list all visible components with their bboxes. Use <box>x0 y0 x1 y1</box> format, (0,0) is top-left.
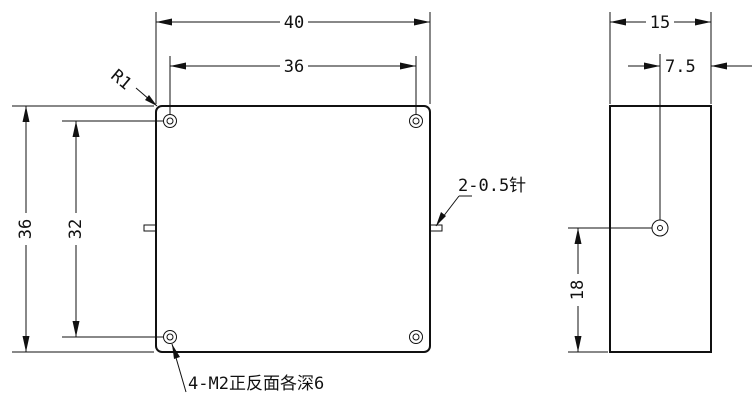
pin-left <box>143 224 157 232</box>
side-view: 15 7.5 18 <box>568 12 752 353</box>
dimension-width-outer <box>155 12 431 104</box>
dimension-label-thickness: 15 <box>650 13 670 33</box>
dimension-height-outer <box>12 105 154 353</box>
dimension-label-height-holes: 32 <box>66 219 86 239</box>
mounting-hole-bottom-left <box>163 330 177 344</box>
pin-right <box>429 224 443 232</box>
dimension-thickness <box>609 12 712 104</box>
label-holes: 4-M2正反面各深6 <box>188 374 324 394</box>
dimension-label-pin-height: 18 <box>568 280 588 300</box>
mounting-hole-bottom-right <box>409 330 423 344</box>
mounting-hole-top-right <box>409 114 423 128</box>
leader-holes <box>171 343 187 393</box>
label-corner-radius: R1 <box>107 66 136 94</box>
dimension-pin-height <box>568 227 652 353</box>
dimension-pin-offset <box>628 54 752 220</box>
side-pin <box>651 219 669 237</box>
mounting-hole-top-left <box>163 114 177 128</box>
dimension-height-holes <box>62 120 163 338</box>
leader-corner-radius <box>135 87 158 107</box>
dimension-width-holes <box>169 56 417 114</box>
dimension-label-pin-offset: 7.5 <box>665 57 696 77</box>
dimension-label-width-outer: 40 <box>284 13 304 33</box>
leader-pin <box>435 195 472 227</box>
dimension-label-height-outer: 36 <box>16 219 36 239</box>
dimension-label-width-holes: 36 <box>284 57 304 77</box>
front-view: 40 36 36 32 <box>12 12 526 394</box>
front-body-outline <box>155 105 431 353</box>
label-pin: 2-0.5针 <box>458 176 526 196</box>
